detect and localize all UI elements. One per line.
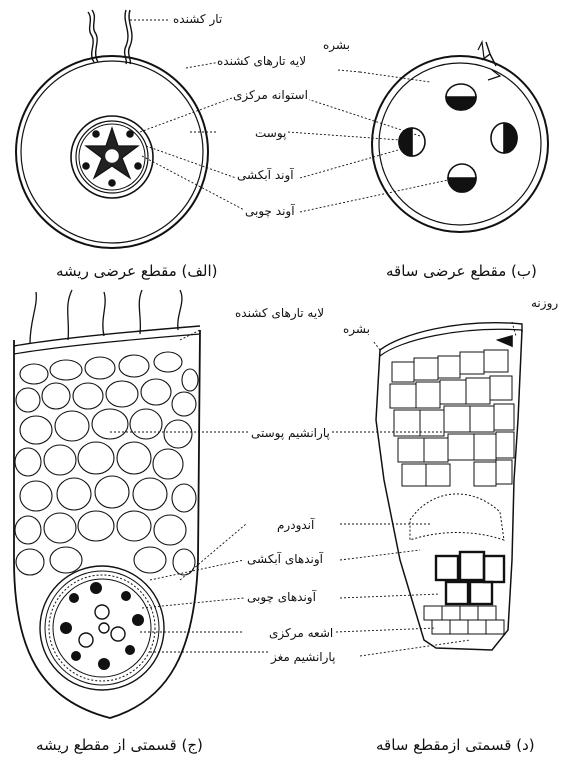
vascular-bundle-top [446,84,476,110]
stem-cross-section [372,42,548,232]
stem-segment-section [376,323,522,650]
label-epidermis-b: بشره [322,38,351,52]
caption-b: (ب) مقطع عرضی ساقه [386,262,537,280]
caption-c: (ج) قسمتی از مقطع ریشه [36,736,203,754]
label-pith-parenchyma: پارانشیم مغز [270,650,336,664]
label-cortical-parenchyma: پارانشیم پوستی [250,426,331,440]
caption-d: (د) قسمتی ازمقطع ساقه [376,736,535,754]
label-medullary-rays: اشعه مرکزی [268,626,334,640]
label-epidermis-d: بشره [342,322,371,336]
vascular-bundle-left [399,128,425,156]
caption-a: (الف) مقطع عرضی ریشه [56,262,218,280]
root-segment-section [14,290,200,718]
label-root-hair-layer-c: لایه تارهای کشنده [234,306,325,320]
label-xylem: آوند چوبی [244,204,296,218]
label-root-hair-layer-a: لایه تارهای کشنده [216,54,307,68]
label-cortex: پوست [254,126,287,140]
label-root-hair: تار کشنده [172,12,223,26]
label-phloem: آوند آبکشی [236,168,295,182]
label-xylem-vessels: آوندهای چوبی [246,590,317,604]
root-cross-section [16,10,208,248]
vascular-bundle-right [491,123,517,153]
label-phloem-vessels: آوندهای آبکشی [246,552,324,566]
label-stoma: روزنه [530,296,559,310]
vascular-bundle-bottom [448,164,476,192]
label-central-cylinder: استوانه مرکزی [232,88,309,102]
label-endodermis: آندودرم [276,518,315,532]
